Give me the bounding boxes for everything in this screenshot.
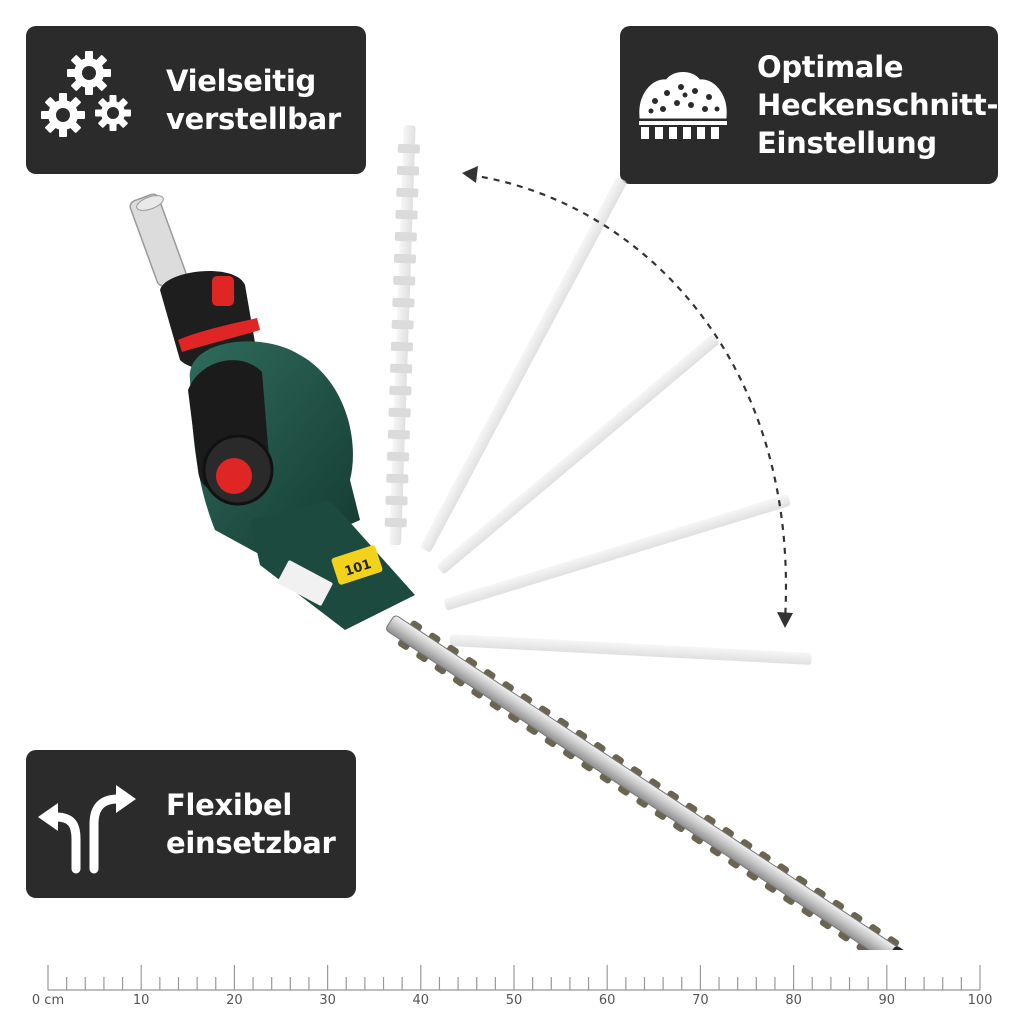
ghost-blade-tooth <box>391 319 414 330</box>
badge-flexible-line1: Flexibel <box>166 788 293 822</box>
ruler-tick-label: 80 <box>785 993 802 1008</box>
fork-arrow-icon <box>26 750 146 898</box>
angle-adjust-knob <box>216 458 252 494</box>
ghost-blade-tooth <box>392 297 415 308</box>
badge-adjustable-text: Vielseitig verstellbar <box>166 62 341 138</box>
rotation-arc <box>462 166 793 628</box>
ruler-tick-label: 70 <box>692 993 709 1008</box>
ruler-tick-label: 30 <box>319 993 336 1008</box>
ghost-blade-tooth <box>389 385 412 396</box>
ghost-blade-tooth <box>385 495 408 506</box>
lock-button <box>212 276 234 306</box>
ghost-blade-steep <box>420 177 627 552</box>
hedge-trimmer-illustration: 101 <box>129 125 908 950</box>
main-blade <box>386 615 908 950</box>
badge-hedge-line3: Einstellung <box>757 126 937 160</box>
ghost-blades <box>384 125 812 665</box>
ruler-tick-label: 50 <box>505 993 523 1008</box>
ruler-tick-label: 40 <box>412 993 430 1008</box>
motor-housing: 101 <box>188 341 415 630</box>
ghost-blade-mid <box>437 335 719 574</box>
ruler-ticks <box>47 965 981 991</box>
ghost-blade-tooth <box>394 231 417 242</box>
rating-label <box>277 560 333 606</box>
hedge-icon <box>620 26 745 184</box>
ghost-blade-tooth <box>396 165 420 176</box>
ghost-blade-tooth <box>395 209 418 220</box>
badge-adjustable-line2: verstellbar <box>166 102 341 136</box>
ruler-tick-label: 100 <box>967 993 993 1008</box>
ghost-blade-tooth <box>390 341 414 352</box>
feature-badge-flexible: Flexibel einsetzbar <box>26 750 356 898</box>
ghost-blade-tooth <box>390 363 413 374</box>
ruler-tick-label: 20 <box>226 993 243 1008</box>
arc-arrowhead-top <box>462 166 478 183</box>
badge-flexible-text: Flexibel einsetzbar <box>166 786 336 862</box>
ghost-blade-tooth <box>387 429 410 440</box>
ghost-blade-tooth <box>393 275 416 286</box>
badge-hedge-text: Optimale Heckenschnitt- Einstellung <box>757 48 999 162</box>
feature-badge-hedge-setting: Optimale Heckenschnitt- Einstellung <box>620 26 999 184</box>
feature-badge-adjustable: Vielseitig verstellbar <box>26 26 366 174</box>
badge-flexible-line2: einsetzbar <box>166 826 336 860</box>
ghost-blade-tooth <box>388 407 411 418</box>
badge-hedge-line1: Optimale <box>757 50 904 84</box>
ghost-blade-tooth <box>393 253 417 264</box>
ghost-blade-tooth <box>387 451 410 462</box>
ghost-blade-flat <box>449 634 812 665</box>
arc-arrowhead-bottom <box>777 612 793 628</box>
ruler-tick-label: 60 <box>598 993 616 1008</box>
ghost-blade-vertical <box>384 125 420 546</box>
badge-adjustable-line1: Vielseitig <box>166 64 316 98</box>
ghost-blade-shallow <box>443 494 791 610</box>
badge-hedge-line2: Heckenschnitt- <box>757 88 999 122</box>
ruler-tick-label: 90 <box>878 993 896 1008</box>
pole <box>129 193 187 287</box>
ruler-tick-label: 10 <box>132 993 150 1008</box>
ghost-blade-tooth <box>384 517 407 528</box>
ruler-tick-label: 0 cm <box>31 993 65 1008</box>
ghost-blade-tooth <box>396 187 419 198</box>
ghost-blade-tooth <box>397 143 420 154</box>
ghost-blade-tooth <box>386 473 409 484</box>
gears-icon <box>26 26 156 174</box>
ruler: 0 cm 10 20 30 40 50 60 70 80 90 100 <box>0 955 1024 1024</box>
warning-sticker <box>331 545 383 585</box>
